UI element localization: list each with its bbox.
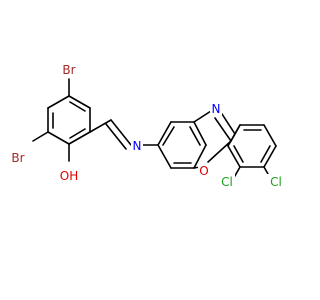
bond xyxy=(193,110,212,123)
double-bond-inner xyxy=(69,128,86,139)
atom-label-br-left: Br xyxy=(11,151,24,165)
atom-label-cl-2: Cl xyxy=(270,175,282,189)
bond xyxy=(207,140,232,163)
dichlorophenyl-ring xyxy=(227,124,277,168)
bond xyxy=(68,95,91,109)
atom-cl-2: Cl xyxy=(267,174,284,190)
atom-br-top: Br xyxy=(60,62,78,78)
bond xyxy=(47,95,70,109)
atom-label-cl-1: Cl xyxy=(221,175,233,189)
bond xyxy=(227,145,241,168)
atom-label-o-oxazole: O xyxy=(199,164,208,178)
atom-cl-1: Cl xyxy=(218,174,235,190)
double-bond-inner xyxy=(69,101,86,112)
bond-c-ch xyxy=(89,119,112,133)
bromophenol-ring xyxy=(47,95,91,145)
bond xyxy=(47,131,70,145)
double-bond-inner xyxy=(189,126,201,146)
bond xyxy=(193,144,207,169)
molecule-canvas: Br Br OH N N O Cl Cl xyxy=(9,62,284,190)
bond-ch-n xyxy=(110,119,132,146)
bond xyxy=(263,145,277,168)
atom-label-n-oxazole: N xyxy=(212,102,221,116)
bond xyxy=(227,124,241,147)
double-bond-inner xyxy=(260,145,271,163)
atom-label-n-imine: N xyxy=(133,139,142,153)
atom-oh: OH xyxy=(58,168,80,184)
bond xyxy=(263,124,277,147)
bond xyxy=(68,131,91,145)
double-bond-inner xyxy=(233,145,244,163)
atom-n-oxazole: N xyxy=(210,101,222,117)
atom-label-br-top: Br xyxy=(62,63,75,77)
bond xyxy=(214,117,232,142)
atom-n-imine: N xyxy=(131,139,143,153)
oxazole-ring xyxy=(193,110,236,169)
bond-ch-n-double xyxy=(105,123,127,150)
atom-label-oh: OH xyxy=(60,169,78,183)
atom-br-left: Br xyxy=(9,150,27,166)
bond xyxy=(157,144,172,169)
double-bond xyxy=(221,113,236,135)
molecule-structure: Br Br OH N N O Cl Cl xyxy=(9,62,284,190)
bond-c-br-left xyxy=(32,131,49,142)
benzoxazole-benzene-ring xyxy=(157,121,207,169)
atom-o-oxazole: O xyxy=(198,163,210,179)
bond xyxy=(193,121,207,146)
bond xyxy=(157,121,172,146)
double-bond-inner xyxy=(162,126,175,146)
